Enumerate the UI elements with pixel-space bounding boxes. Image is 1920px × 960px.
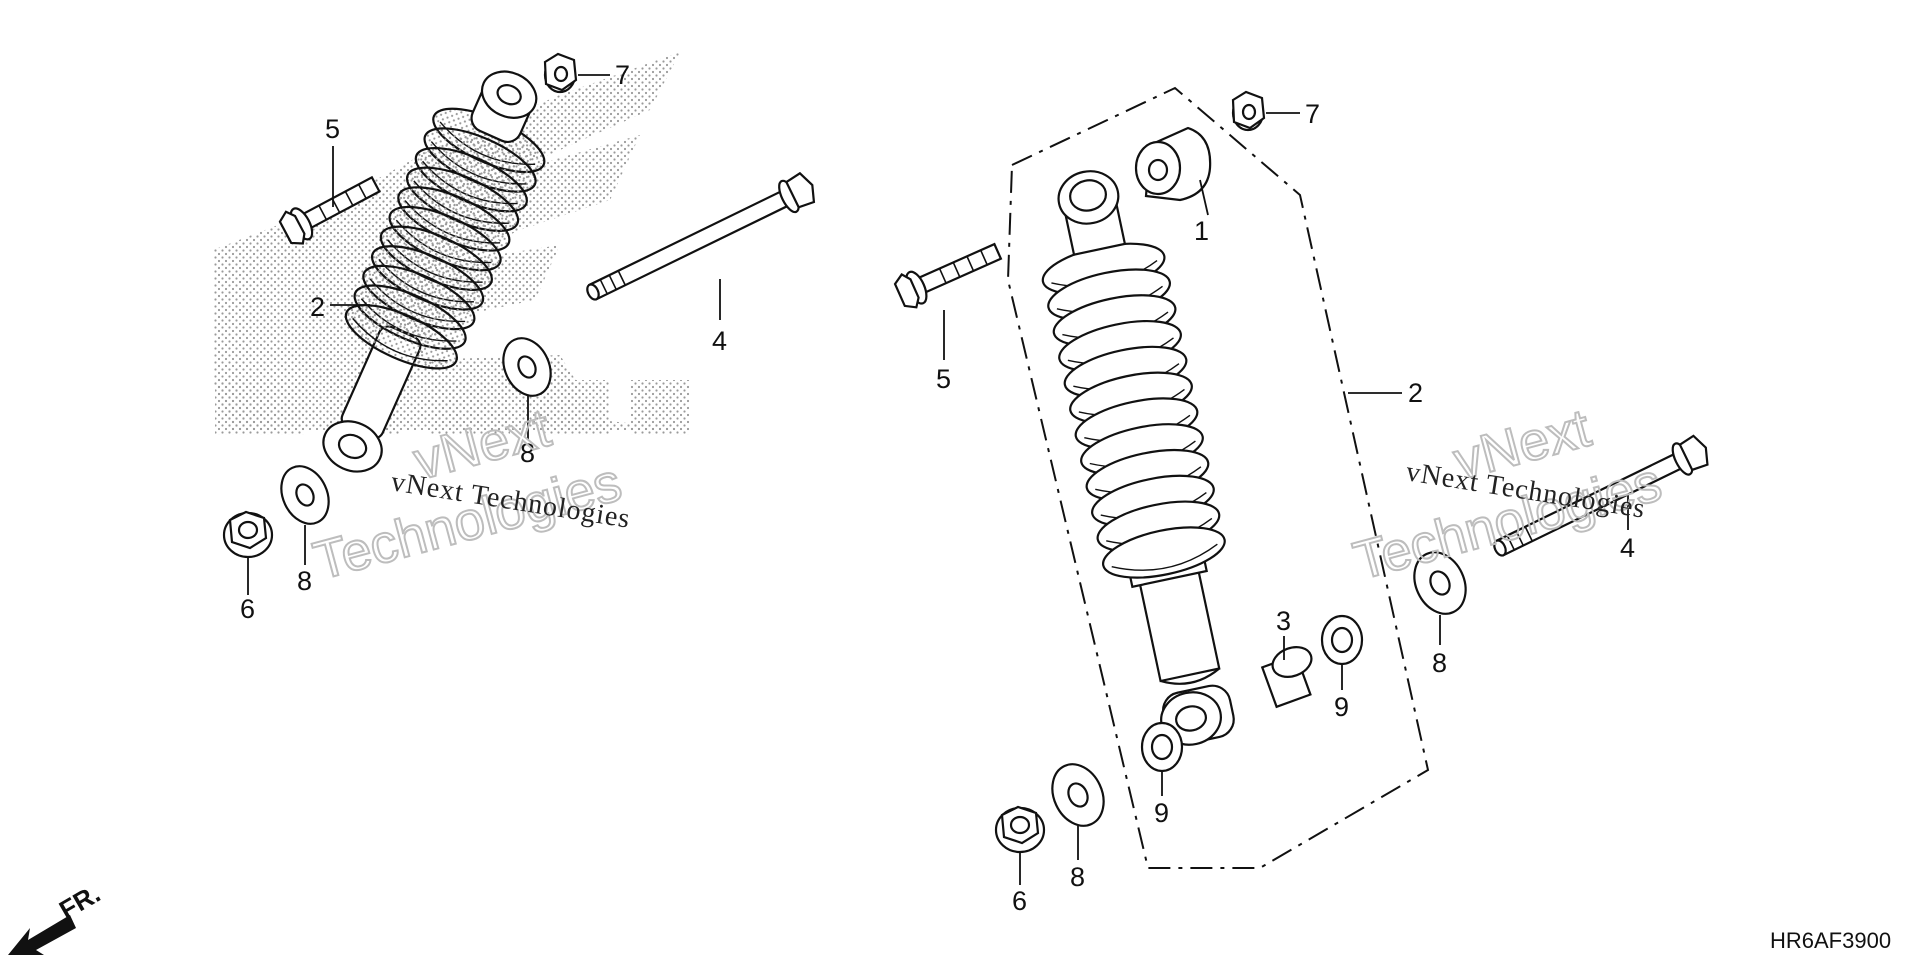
right-upper-bushing bbox=[1134, 126, 1212, 202]
right-callout-9-upper: 9 bbox=[1334, 692, 1349, 722]
right-dust-seal-upper bbox=[1320, 614, 1364, 666]
right-long-bolt bbox=[1493, 434, 1709, 557]
right-dust-seal-lower bbox=[1140, 721, 1184, 773]
right-washer-side bbox=[1413, 551, 1467, 615]
left-callout-2: 2 bbox=[310, 292, 325, 322]
spring-coil bbox=[344, 304, 458, 370]
spring-coil bbox=[1101, 526, 1226, 579]
right-callout-7: 7 bbox=[1305, 99, 1320, 129]
right-cap-nut bbox=[1231, 90, 1266, 132]
left-cap-nut bbox=[543, 52, 578, 94]
right-callout-8-side: 8 bbox=[1432, 648, 1447, 678]
left-flange-bolt bbox=[278, 175, 381, 245]
left-flange-nut bbox=[222, 510, 274, 559]
spring-coil-edge bbox=[352, 317, 448, 362]
diagram-code: HR6AF3900 bbox=[1770, 928, 1891, 953]
left-leaders bbox=[247, 74, 721, 595]
right-callout-2: 2 bbox=[1408, 378, 1423, 408]
right-flange-nut bbox=[994, 805, 1046, 854]
right-callout-9-lower: 9 bbox=[1154, 798, 1169, 828]
front-direction-arrow-icon: FR. bbox=[8, 878, 105, 955]
right-callout-4: 4 bbox=[1620, 533, 1635, 563]
left-callout-8-upper: 8 bbox=[520, 438, 535, 468]
right-washer-lower bbox=[1051, 763, 1105, 827]
right-callout-8-lower: 8 bbox=[1070, 862, 1085, 892]
right-callout-6: 6 bbox=[1012, 886, 1027, 916]
left-callout-6: 6 bbox=[240, 594, 255, 624]
left-callout-8-lower: 8 bbox=[297, 566, 312, 596]
right-flange-bolt bbox=[893, 242, 1003, 309]
right-collar bbox=[1260, 646, 1313, 709]
left-callout-7: 7 bbox=[615, 60, 630, 90]
left-callout-5: 5 bbox=[325, 114, 340, 144]
left-shock-absorber bbox=[322, 70, 546, 473]
right-callout-3: 3 bbox=[1276, 606, 1291, 636]
right-leaders bbox=[943, 112, 1629, 885]
right-shock-absorber bbox=[1041, 170, 1235, 746]
spring-coil-edge bbox=[1111, 543, 1218, 571]
left-washer-lower bbox=[280, 465, 330, 525]
left-callout-4: 4 bbox=[712, 326, 727, 356]
right-callout-5: 5 bbox=[936, 364, 951, 394]
left-washer-upper bbox=[502, 337, 552, 397]
left-long-bolt bbox=[586, 171, 816, 301]
right-callout-1: 1 bbox=[1194, 216, 1209, 246]
front-direction-label: FR. bbox=[54, 878, 105, 925]
